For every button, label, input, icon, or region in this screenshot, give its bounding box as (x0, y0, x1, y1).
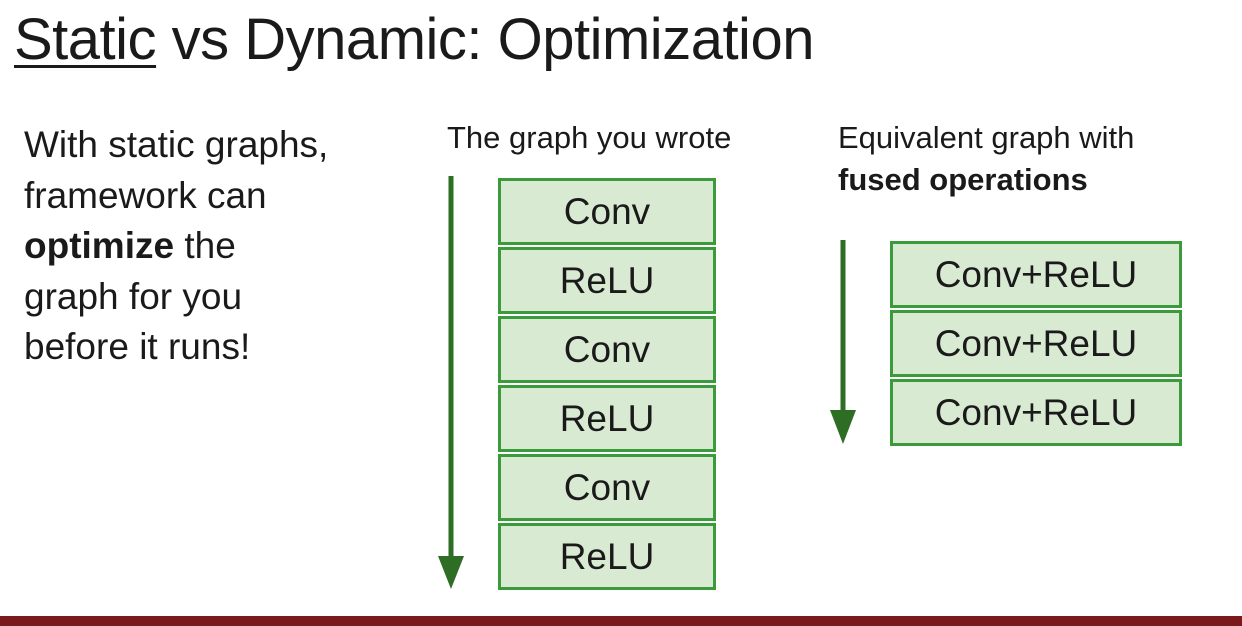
op-box-relu: ReLU (498, 523, 716, 590)
explanation-line-3: optimize the (24, 221, 404, 272)
explanation-text: With static graphs, framework can optimi… (24, 120, 404, 373)
original-graph-heading: The graph you wrote (447, 120, 732, 155)
explanation-line-1: With static graphs, (24, 124, 329, 165)
fused-graph-heading: Equivalent graph with fused operations (838, 117, 1134, 201)
op-box-conv: Conv (498, 316, 716, 383)
title-underlined-word: Static (14, 7, 157, 72)
op-box-conv: Conv (498, 178, 716, 245)
explanation-line-4: graph for you (24, 275, 243, 317)
explanation-line-2: framework can (24, 174, 267, 216)
flow-down-arrow-icon (438, 176, 464, 589)
explanation-line-5: before it runs! (24, 326, 251, 367)
fused-op-box: Conv+ReLU (890, 310, 1182, 377)
fused-op-box: Conv+ReLU (890, 379, 1182, 446)
explanation-bold-word: optimize (24, 225, 175, 266)
fused-graph-heading-line-1: Equivalent graph with (838, 120, 1135, 155)
op-box-conv: Conv (498, 454, 716, 521)
fused-op-box: Conv+ReLU (890, 241, 1182, 308)
title-rest: vs Dynamic: Optimization (156, 7, 815, 72)
flow-down-arrow-icon (830, 240, 856, 444)
footer-bar (0, 616, 1242, 626)
op-box-relu: ReLU (498, 385, 716, 452)
op-box-relu: ReLU (498, 247, 716, 314)
fused-graph-heading-bold: fused operations (838, 162, 1088, 197)
explanation-line-3-rest: the (174, 225, 236, 266)
slide-title: Static vs Dynamic: Optimization (14, 4, 814, 76)
